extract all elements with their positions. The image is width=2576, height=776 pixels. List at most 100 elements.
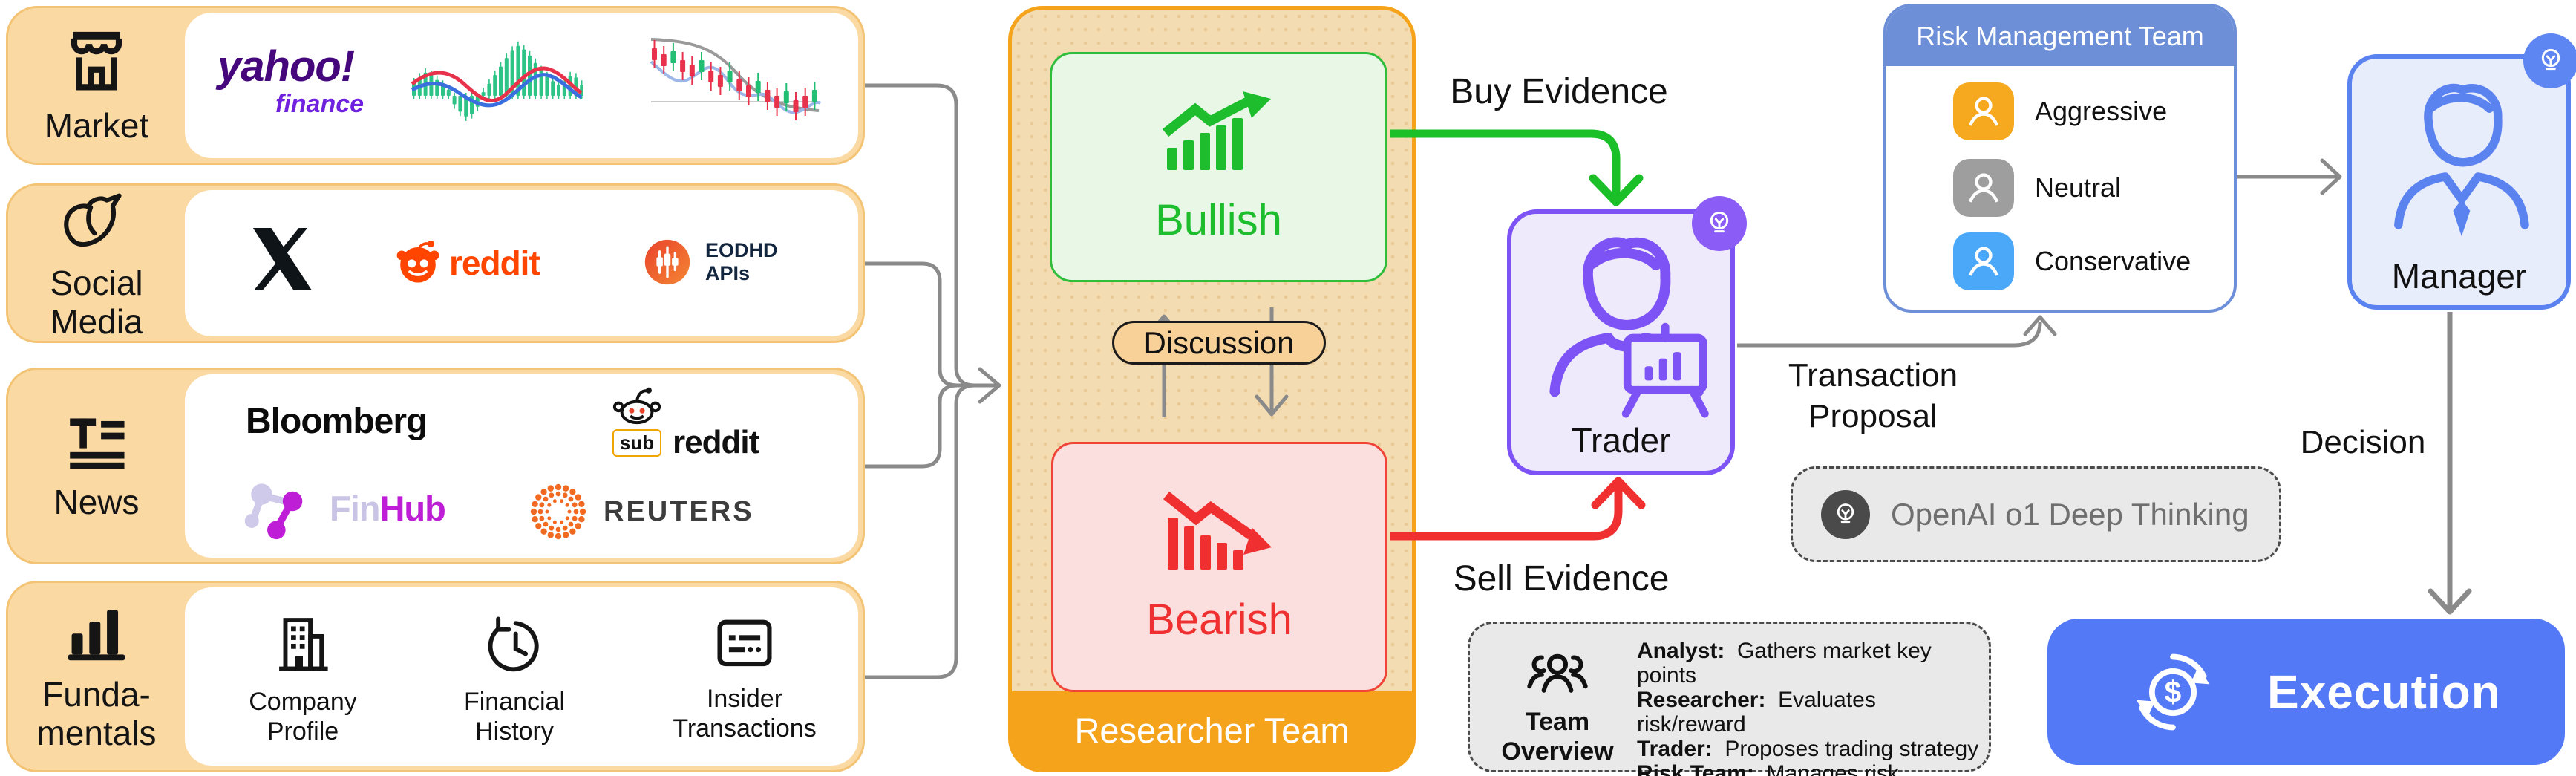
snoo-column: sub	[606, 383, 668, 461]
social-panel	[185, 190, 858, 336]
reuters-wordmark: REUTERS	[604, 495, 754, 527]
fundamentals-to-researcher-line	[865, 383, 975, 679]
bearish-box: Bearish	[1051, 442, 1387, 692]
trader-label: Trader	[1571, 421, 1671, 460]
reddit-wordmark: reddit	[449, 244, 540, 282]
insider-transactions-label: Insider Transactions	[673, 685, 817, 743]
sub-prefix-badge: sub	[612, 429, 662, 457]
news-panel	[185, 374, 858, 558]
reuters-icon	[530, 483, 586, 540]
execution-label: Execution	[2267, 665, 2501, 719]
finhub-logo: FinHub	[242, 474, 446, 542]
sell-evidence-line	[1390, 487, 1623, 541]
market-label: Market	[44, 106, 149, 145]
building-icon	[279, 618, 328, 671]
fundamentals-label: Funda- mentals	[36, 675, 157, 752]
news-label-column: News	[8, 370, 185, 562]
sell-evidence-arrowhead	[1591, 477, 1646, 509]
manager-label: Manager	[2391, 257, 2527, 296]
bullish-label: Bullish	[1155, 195, 1282, 244]
aggressive-person-icon	[1953, 82, 2014, 140]
sell-evidence-label: Sell Evidence	[1453, 559, 1670, 599]
aggressive-label: Aggressive	[2035, 96, 2168, 126]
insider-transactions-item: Insider Transactions	[659, 613, 830, 743]
finhub-wordmark: FinHub	[330, 488, 446, 528]
reddit-icon	[396, 240, 439, 283]
company-profile-label: Company Profile	[249, 688, 357, 746]
news-source-box: News Bloomberg sub reddit	[6, 368, 865, 564]
role-researcher: Researcher: Evaluates risk/reward	[1637, 688, 1876, 737]
buy-evidence-arrowhead	[1589, 174, 1644, 206]
company-profile-item: Company Profile	[218, 613, 388, 746]
subreddit-wordmark: reddit	[673, 424, 759, 460]
snoo-robot-icon	[612, 387, 661, 425]
risk-item-neutral: Neutral	[1953, 159, 2121, 217]
bloomberg-logo: Bloomberg	[246, 402, 428, 441]
researcher-input-arrowhead	[978, 367, 1001, 404]
social-label: Social Media	[50, 263, 143, 341]
conservative-person-icon	[1953, 232, 2014, 290]
risk-item-conservative: Conservative	[1953, 232, 2191, 290]
manager-input-arrowhead	[2320, 158, 2342, 195]
buy-evidence-label: Buy Evidence	[1450, 72, 1668, 111]
researcher-team-title: Researcher Team	[1012, 691, 1412, 769]
buy-evidence-line	[1390, 129, 1621, 196]
deep-thinking-bulb-circle	[1821, 489, 1870, 539]
neutral-label: Neutral	[2035, 172, 2122, 203]
eodhd-icon	[644, 239, 690, 285]
x-logo	[249, 226, 315, 292]
yahoo-finance-logo: yahoo! finance	[218, 42, 365, 118]
discussion-pill: Discussion	[1112, 321, 1326, 365]
market-label-column: Market	[8, 8, 185, 163]
candlestick-chart-image	[650, 38, 822, 120]
fundamentals-panel	[185, 587, 858, 766]
reuters-logo: REUTERS	[528, 481, 754, 542]
text-lines-icon	[70, 417, 125, 469]
execution-input-arrowhead	[2428, 588, 2472, 615]
reddit-logo: reddit	[394, 239, 540, 287]
bullish-box: Bullish	[1050, 52, 1387, 282]
role-trader: Trader: Proposes trading strategy	[1637, 737, 1979, 761]
social-to-researcher-line	[865, 261, 958, 388]
svg-text:$: $	[2165, 674, 2182, 708]
risk-management-box: Risk Management Team Aggressive Neutral …	[1883, 4, 2237, 313]
risk-management-title: Risk Management Team	[1886, 7, 2234, 66]
people-group-icon	[1527, 653, 1588, 693]
manager-idea-badge	[2523, 33, 2576, 88]
risk-item-aggressive: Aggressive	[1953, 82, 2167, 140]
openai-note-label: OpenAI o1 Deep Thinking	[1891, 496, 2249, 532]
fundamentals-label-column: Funda- mentals	[8, 583, 185, 770]
x-icon	[252, 227, 313, 291]
bearish-chart-icon	[1163, 491, 1272, 570]
role-analyst: Analyst: Gathers market key points	[1637, 639, 1932, 688]
social-label-column: Social Media	[8, 186, 185, 341]
trader-to-risk-line	[1737, 322, 2042, 348]
history-clock-icon	[488, 616, 539, 672]
finhub-icon	[244, 483, 303, 540]
lightbulb-icon	[1710, 211, 1729, 233]
trader-person-icon	[1549, 237, 1709, 418]
news-to-researcher-line	[865, 383, 958, 469]
dollar-cycle-icon: $	[2136, 653, 2210, 730]
execution-box: $ Execution	[2047, 619, 2565, 765]
financial-history-label: Financial History	[463, 688, 566, 746]
storefront-icon	[71, 31, 122, 91]
fundamentals-source-box: Funda- mentals Company Profile	[6, 581, 865, 772]
manager-box: Manager	[2347, 54, 2571, 310]
transaction-proposal-label: Transaction Proposal	[1788, 357, 1958, 434]
eodhd-wordmark: EODHD APIs	[705, 239, 778, 284]
lightbulb-icon	[1837, 503, 1854, 523]
team-overview-title: Team Overview	[1501, 708, 1614, 766]
role-risk-team: Risk Team: Manages risk exposure	[1637, 761, 1899, 776]
subreddit-logo: sub reddit	[606, 383, 759, 461]
openai-note-box: OpenAI o1 Deep Thinking	[1791, 466, 2281, 562]
manager-person-icon	[2394, 83, 2529, 237]
risk-input-arrowhead	[2023, 315, 2057, 336]
team-overview-roles: Analyst: Gathers market key points Resea…	[1637, 639, 1989, 776]
trader-idea-badge	[1692, 196, 1747, 251]
market-source-box: Market yahoo! finance	[6, 6, 865, 165]
eodhd-logo: EODHD APIs	[643, 238, 778, 287]
document-icon	[717, 619, 772, 667]
team-overview-box: Team Overview Analyst: Gathers market ke…	[1468, 622, 1991, 776]
